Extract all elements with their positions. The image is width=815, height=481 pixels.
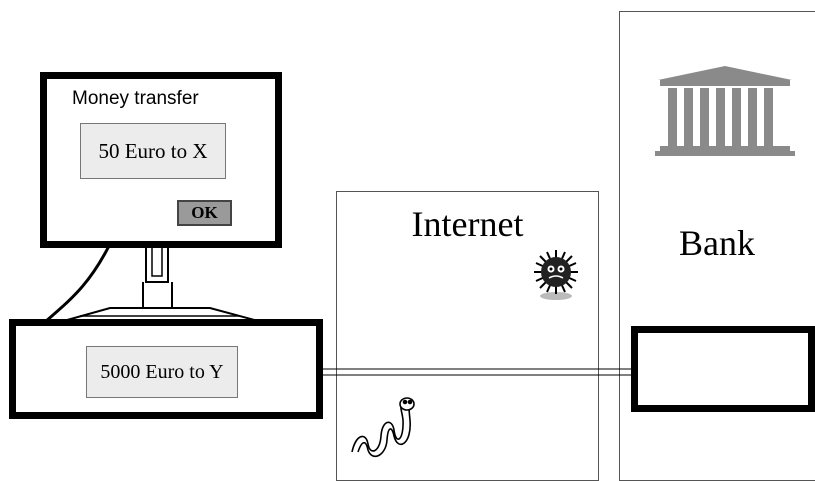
- bank-building-icon: [655, 66, 795, 156]
- transfer-amount-field[interactable]: 50 Euro to X: [80, 123, 226, 179]
- malicious-transfer-box: 5000 Euro to Y: [86, 346, 238, 398]
- bank-label: Bank: [679, 223, 755, 263]
- internet-label: Internet: [411, 204, 524, 244]
- monitor-title: Money transfer: [72, 88, 199, 109]
- ok-button[interactable]: OK: [177, 200, 232, 226]
- user-computer: [9, 319, 323, 419]
- monitor-cable: [44, 239, 114, 324]
- malware-virus-icon: [534, 250, 578, 300]
- internet-zone: [336, 191, 599, 481]
- worm-icon: [351, 397, 415, 458]
- bank-server: [631, 326, 815, 412]
